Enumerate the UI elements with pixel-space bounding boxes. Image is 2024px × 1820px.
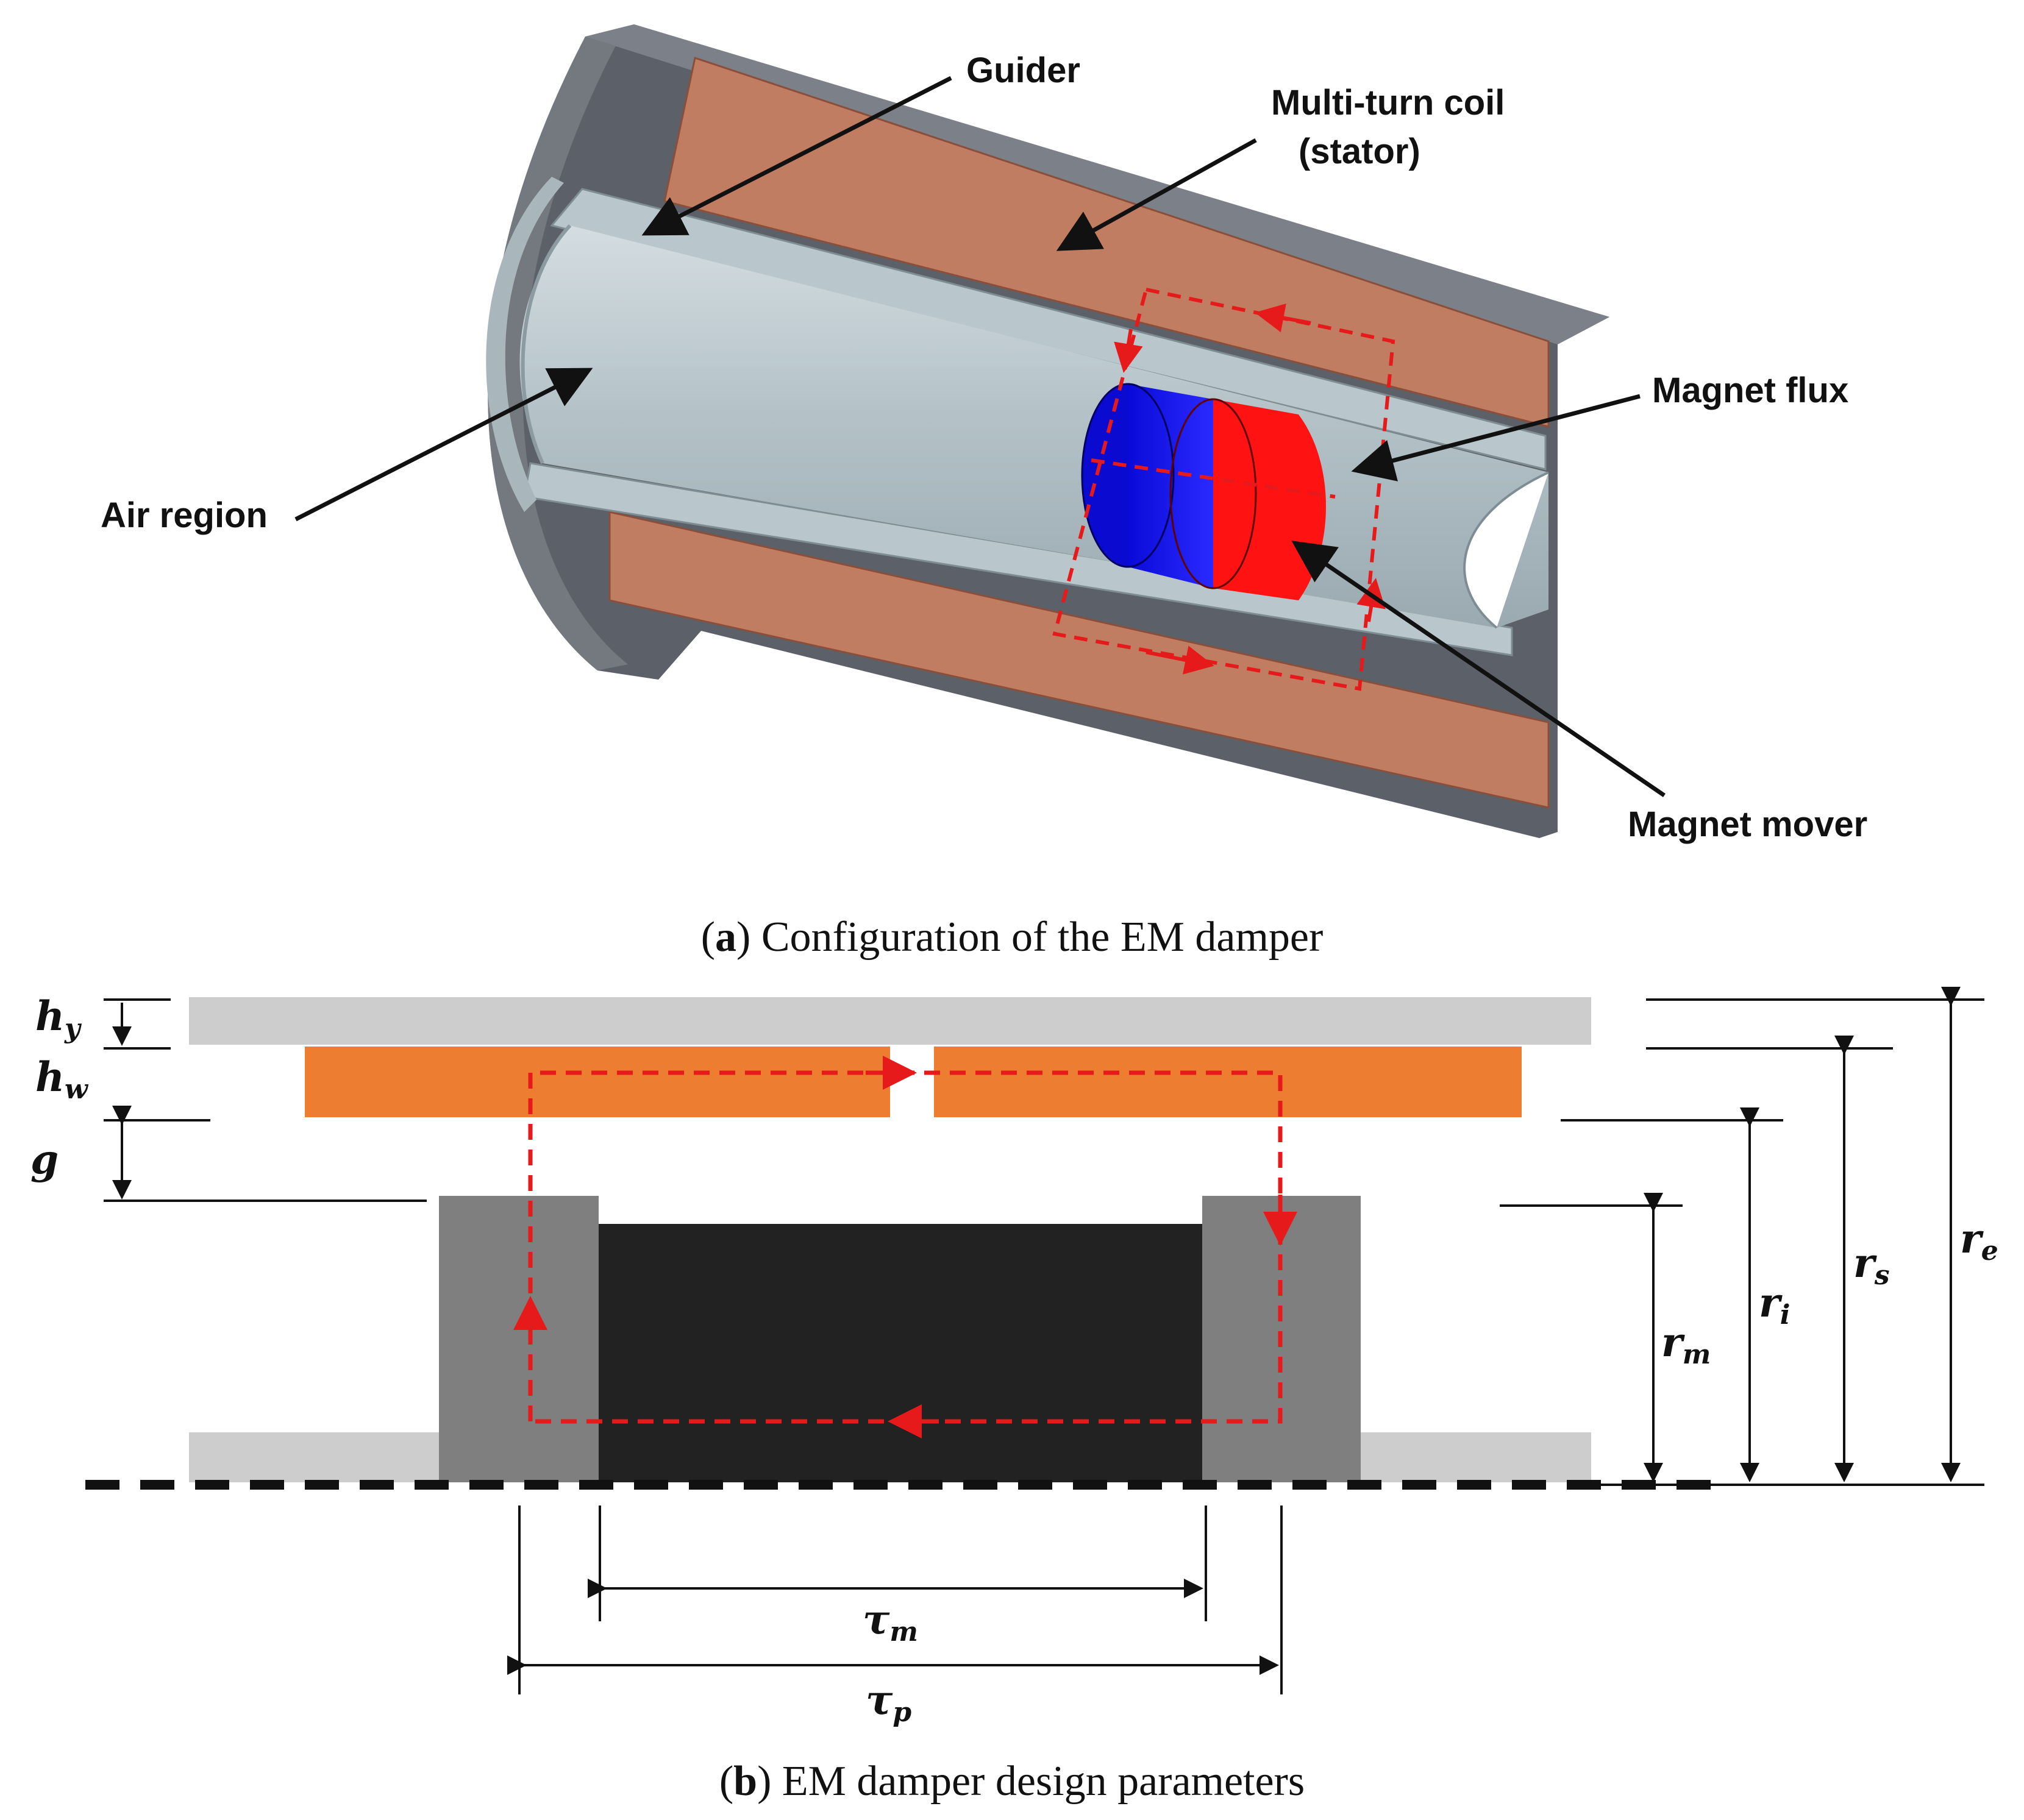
lower-coil <box>608 511 1550 809</box>
magnet-divider <box>1169 398 1257 589</box>
g-symbol: g <box>30 1136 59 1183</box>
re-symbol: re <box>1960 1215 1998 1267</box>
coil-label-line2: (stator) <box>1299 132 1420 171</box>
coil-label-line1: Multi-turn coil <box>1271 83 1505 123</box>
guider-upper <box>550 188 1547 471</box>
coil-leader <box>1056 138 1257 251</box>
bore-front-opening <box>521 224 572 464</box>
magnet-flux-label: Magnet flux <box>1652 371 1848 410</box>
housing-front-rim <box>488 37 628 670</box>
magnet-core <box>599 1224 1202 1482</box>
tau-m-symbol: τm <box>863 1596 918 1648</box>
panel-a-illustration: Guider Multi-turn coil (stator) Magnet f… <box>101 24 1867 844</box>
shaft-right <box>1361 1432 1591 1482</box>
outer-yoke <box>189 997 1591 1045</box>
hy-symbol: hy <box>35 992 82 1044</box>
panel-b-diagram: hy hw g rm ri rs re τm τp <box>30 987 1998 1728</box>
caption-a: (a) Configuration of the EM damper <box>701 914 1324 961</box>
guider-leader <box>641 76 952 236</box>
ri-symbol: ri <box>1759 1279 1791 1331</box>
rm-symbol: rm <box>1661 1318 1711 1370</box>
hw-symbol: hw <box>35 1053 89 1105</box>
bore-cut-edge <box>1463 471 1549 629</box>
flux-arrow-right <box>1356 578 1386 622</box>
rs-symbol: rs <box>1853 1239 1890 1291</box>
air-region-label: Air region <box>101 496 268 535</box>
upper-coil <box>663 57 1550 428</box>
magnet-north-rim <box>1081 383 1175 568</box>
winding-right <box>934 1047 1522 1117</box>
flux-arrow-left <box>1114 329 1143 373</box>
flux-centerline <box>1091 458 1336 499</box>
caption-b: (b) EM damper design parameters <box>719 1758 1305 1805</box>
winding-left <box>305 1047 890 1117</box>
air-leader <box>294 368 593 522</box>
housing-top-face <box>585 24 1609 344</box>
pole-piece-left <box>439 1196 599 1482</box>
guider-front-ring <box>486 177 564 512</box>
magnet-mover-label: Magnet mover <box>1628 805 1867 844</box>
tau-p-symbol: τp <box>866 1676 911 1728</box>
flux-path <box>528 1070 1283 1424</box>
flux-arrow-top <box>1255 304 1311 333</box>
flux-arrow-bottom <box>1146 645 1214 675</box>
shaft-left <box>189 1432 439 1482</box>
guider-label: Guider <box>966 51 1080 90</box>
mover-leader <box>1291 541 1666 797</box>
flux-leader <box>1351 394 1641 482</box>
flux-loop <box>1052 288 1395 691</box>
